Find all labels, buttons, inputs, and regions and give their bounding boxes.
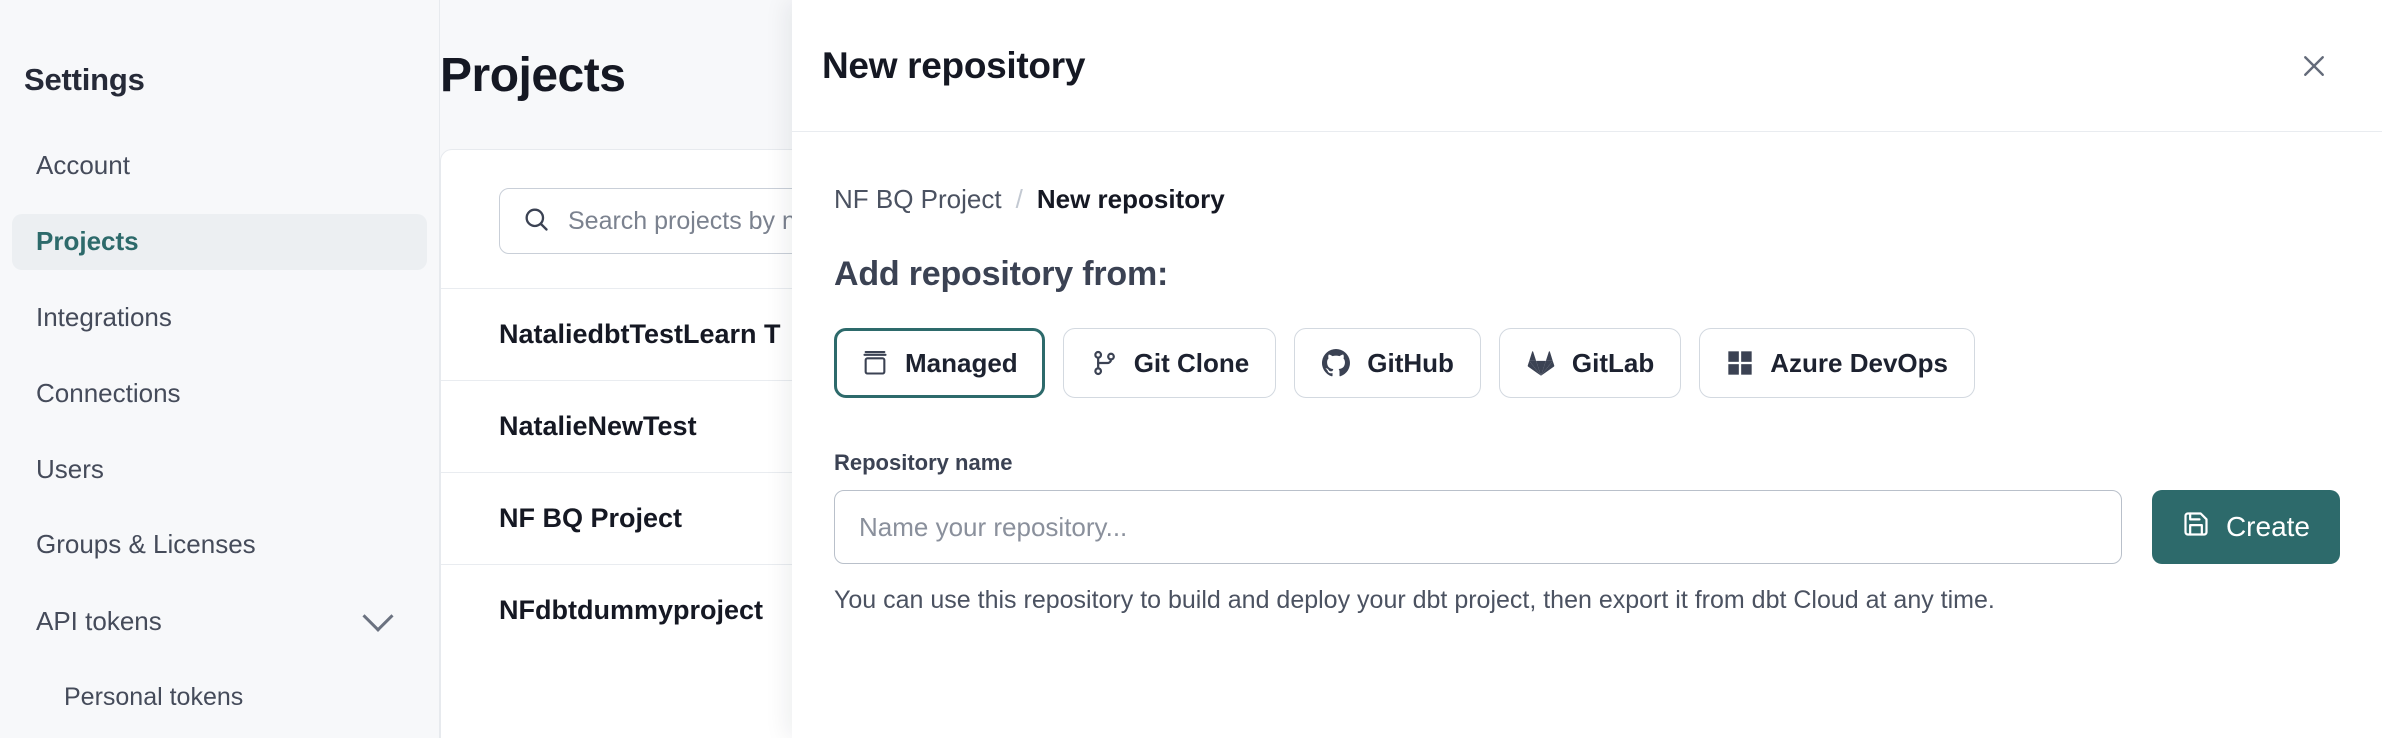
repo-source-label: GitHub — [1367, 347, 1454, 378]
sidebar-title: Settings — [24, 62, 145, 97]
repository-name-field: Repository name Create — [834, 450, 2340, 615]
sidebar-item-projects[interactable]: Projects — [12, 213, 427, 270]
save-icon — [2182, 510, 2210, 545]
sidebar-item-users[interactable]: Users — [36, 453, 104, 484]
archive-box-icon — [861, 349, 889, 377]
close-icon[interactable] — [2288, 40, 2340, 92]
modal-body: NF BQ Project / New repository Add repos… — [792, 132, 2382, 615]
github-icon — [1321, 348, 1351, 378]
repo-source-label: GitLab — [1571, 347, 1655, 378]
repo-source-git-clone[interactable]: Git Clone — [1062, 328, 1277, 398]
create-button[interactable]: Create — [2151, 490, 2340, 564]
sidebar-item-account[interactable]: Account — [36, 150, 130, 180]
repo-source-github[interactable]: GitHub — [1294, 328, 1481, 398]
sidebar-item-integrations[interactable]: Integrations — [36, 301, 172, 332]
repo-source-azure-devops[interactable]: Azure DevOps — [1699, 328, 1975, 398]
create-button-label: Create — [2225, 511, 2310, 542]
gitlab-icon — [1526, 348, 1556, 378]
sidebar-item-personal-tokens[interactable]: Personal tokens — [64, 683, 244, 712]
repository-name-input[interactable] — [834, 490, 2122, 564]
repo-source-label: Git Clone — [1133, 347, 1250, 378]
sidebar-item-label: API tokens — [36, 606, 162, 637]
git-branch-icon — [1090, 349, 1118, 377]
breadcrumb-current: New repository — [1036, 184, 1225, 214]
page-title: Projects — [440, 49, 626, 102]
repo-source-label: Managed — [905, 347, 1018, 378]
sidebar-item-api-tokens[interactable]: API tokens — [12, 593, 427, 650]
breadcrumb-parent-link[interactable]: NF BQ Project — [834, 184, 1002, 214]
modal-title: New repository — [822, 44, 1086, 86]
sidebar-item-connections[interactable]: Connections — [36, 377, 181, 408]
search-icon — [522, 205, 550, 238]
repository-source-options: Managed Git Clone GitHub GitLab Azure DevOps — [834, 328, 2340, 398]
repo-source-gitlab[interactable]: GitLab — [1498, 328, 1682, 398]
azure-devops-icon — [1726, 349, 1754, 377]
breadcrumb: NF BQ Project / New repository — [834, 184, 2340, 215]
new-repository-modal: New repository NF BQ Project / New repos… — [792, 0, 2382, 738]
breadcrumb-separator: / — [1015, 184, 1023, 214]
chevron-down-icon[interactable] — [362, 600, 394, 632]
modal-header: New repository — [792, 0, 2382, 132]
repo-source-managed[interactable]: Managed — [834, 328, 1045, 398]
repository-helper-text: You can use this repository to build and… — [834, 586, 1995, 614]
sidebar-item-groups-licenses[interactable]: Groups & Licenses — [36, 529, 256, 560]
repository-name-label: Repository name — [834, 450, 1013, 475]
add-repository-from-heading: Add repository from: — [834, 255, 1169, 293]
repo-source-label: Azure DevOps — [1770, 347, 1948, 378]
